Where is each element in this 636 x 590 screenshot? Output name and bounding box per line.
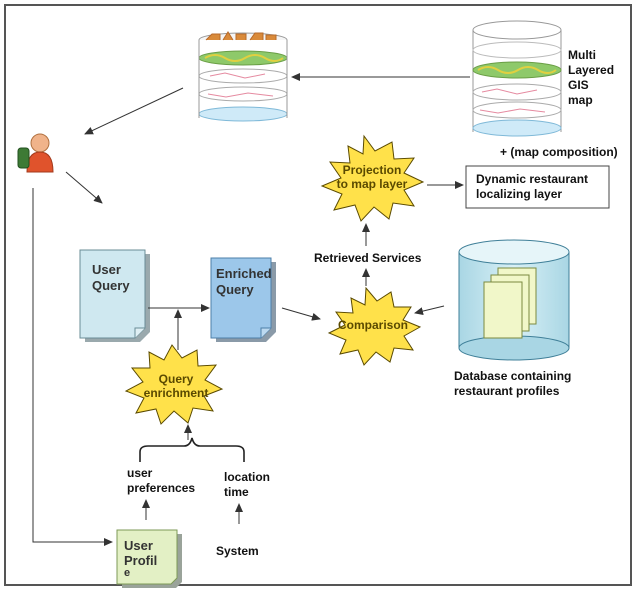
diagram-border: [4, 4, 632, 586]
query-enrichment-burst: [124, 344, 224, 425]
dynamic-layer-box: [465, 165, 610, 209]
enriched-query-line-1: Enriched: [216, 266, 272, 281]
enriched-query-document: [210, 257, 276, 342]
location-line: location: [224, 470, 271, 484]
comparison-burst: [327, 286, 422, 366]
user-preferences-line-1: user: [127, 466, 153, 480]
dynamic-layer-line-2: localizing layer: [476, 187, 563, 201]
user-phone-icon: [17, 133, 54, 173]
connectors: [32, 73, 470, 546]
projection-burst: [320, 134, 425, 222]
database-caption-line-2: restaurant profiles: [454, 384, 560, 398]
gis-map-title: Multi Layered GIS map: [568, 48, 628, 108]
map-composition-note: + (map composition): [500, 145, 618, 159]
user-query-line-2: Query: [92, 278, 130, 293]
system-label: System: [216, 544, 259, 558]
query-enrichment-label: Query enrichment: [132, 372, 220, 400]
user-query-label: User Query: [92, 262, 130, 294]
time-line: time: [224, 485, 249, 499]
user-query-document: [79, 249, 150, 342]
projection-label-line-2: to map layer: [336, 177, 408, 191]
query-enrichment-line-2: enrichment: [143, 386, 209, 400]
gis-title-line-4: map: [568, 93, 593, 107]
gis-map-stack-large: [472, 20, 562, 137]
retrieved-services-label: Retrieved Services: [314, 251, 422, 265]
gis-title-line-3: GIS: [568, 78, 589, 92]
projection-label: Projection to map layer: [320, 163, 424, 191]
gis-map-stack-small: [198, 31, 288, 122]
user-profile-line-2: Profil: [124, 553, 158, 568]
user-profile-label: User Profil e: [124, 538, 158, 579]
query-enrichment-line-1: Query: [158, 372, 194, 386]
user-profile-document: [116, 529, 182, 588]
dynamic-layer-label: Dynamic restaurant localizing layer: [476, 172, 608, 202]
gis-title-line-1: Multi: [568, 48, 596, 62]
database-caption: Database containing restaurant profiles: [454, 369, 571, 399]
dynamic-layer-line-1: Dynamic restaurant: [476, 172, 589, 186]
projection-label-line-1: Projection: [342, 163, 402, 177]
user-profile-line-1: User: [124, 538, 153, 553]
user-profile-line-3: e: [124, 567, 131, 579]
database-icon: [458, 239, 570, 361]
user-preferences-label: user preferences: [127, 466, 195, 496]
enriched-query-line-2: Query: [216, 282, 254, 297]
comparison-label: Comparison: [337, 318, 408, 332]
database-caption-line-1: Database containing: [454, 369, 572, 383]
location-time-label: location time: [224, 470, 270, 500]
enriched-query-label: Enriched Query: [216, 266, 272, 298]
input-brace: [139, 437, 245, 462]
user-preferences-line-2: preferences: [127, 481, 196, 495]
gis-title-line-2: Layered: [568, 63, 615, 77]
user-query-line-1: User: [92, 262, 121, 277]
